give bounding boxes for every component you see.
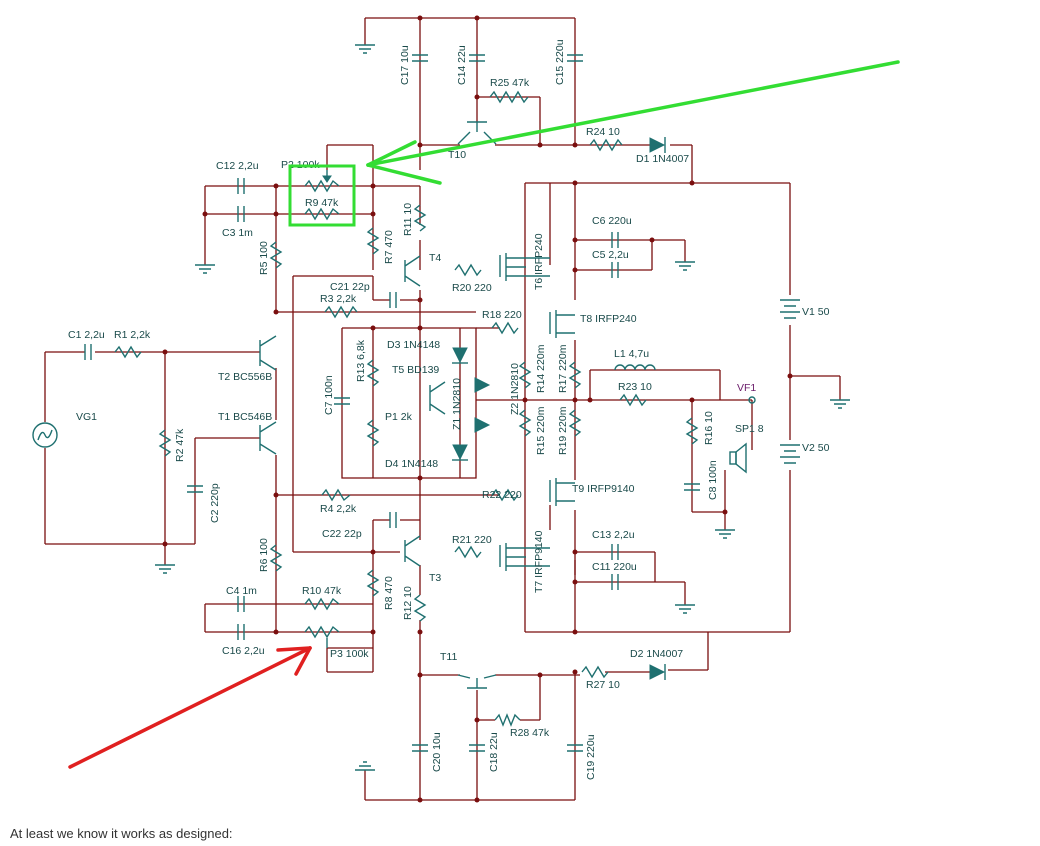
label-r8: R8 470 [383, 576, 395, 610]
label-c17: C17 10u [399, 45, 411, 85]
label-c5: C5 2,2u [592, 249, 629, 261]
ground-icon [155, 44, 850, 771]
label-c21: C21 22p [330, 281, 370, 293]
label-c3: C3 1m [222, 227, 253, 239]
label-sp1: SP1 8 [735, 423, 764, 435]
label-c15: C15 220u [554, 39, 566, 85]
label-r7: R7 470 [383, 230, 395, 264]
label-r28: R28 47k [510, 727, 550, 739]
label-c14: C14 22u [456, 45, 468, 85]
label-r15: R15 220m [535, 406, 547, 455]
label-l1: L1 4,7u [614, 348, 649, 360]
label-c13: C13 2,2u [592, 529, 635, 541]
label-vf1: VF1 [737, 382, 756, 394]
label-t1: T1 BC546B [218, 411, 272, 423]
label-c20: C20 10u [431, 732, 443, 772]
junctions [162, 15, 793, 803]
highlight-box [288, 164, 356, 227]
label-r23: R23 10 [618, 381, 652, 393]
label-r4: R4 2,2k [320, 503, 357, 515]
label-r13: R13 6,8k [355, 339, 367, 382]
label-t7: T7 IRFP9140 [533, 530, 545, 593]
label-c12: C12 2,2u [216, 160, 259, 172]
label-c6: C6 220u [592, 215, 632, 227]
label-t5: T5 BD139 [392, 364, 439, 376]
label-p3: P3 100k [330, 648, 369, 660]
label-r20: R20 220 [452, 282, 492, 294]
label-r16: R16 10 [703, 411, 715, 445]
label-v1: V1 50 [802, 306, 830, 318]
red-arrow-icon [68, 646, 312, 769]
label-r22: R22 220 [482, 489, 522, 501]
label-z1: Z1 1N2810 [451, 378, 463, 430]
label-d3: D3 1N4148 [387, 339, 440, 351]
label-r17: R17 220m [557, 344, 569, 393]
label-vg1: VG1 [76, 411, 97, 423]
label-c1: C1 2,2u [68, 329, 105, 341]
label-t9: T9 IRFP9140 [572, 483, 635, 495]
label-t4: T4 [429, 252, 441, 264]
label-r6: R6 100 [258, 538, 270, 572]
label-c4: C4 1m [226, 585, 257, 597]
component-labels: C17 10u C14 22u C15 220u R25 47k T10 R24… [68, 39, 830, 780]
label-c16: C16 2,2u [222, 645, 265, 657]
label-r21: R21 220 [452, 534, 492, 546]
label-r27: R27 10 [586, 679, 620, 691]
label-c19: C19 220u [585, 734, 597, 780]
wires [44, 17, 841, 801]
label-t8: T8 IRFP240 [580, 313, 637, 325]
label-d4: D4 1N4148 [385, 458, 438, 470]
label-c11: C11 220u [592, 561, 637, 573]
label-p1: P1 2k [385, 411, 413, 423]
label-c7: C7 100n [323, 375, 335, 415]
label-c2: C2 220p [209, 483, 221, 523]
label-r14: R14 220m [535, 344, 547, 393]
label-t6: T6 IRFP240 [533, 233, 545, 290]
label-r10: R10 47k [302, 585, 342, 597]
green-arrow-icon [366, 60, 900, 185]
label-r19: R19 220m [557, 406, 569, 455]
label-d1: D1 1N4007 [636, 153, 689, 165]
label-r18: R18 220 [482, 309, 522, 321]
label-r9: R9 47k [305, 197, 339, 209]
label-r1: R1 2,2k [114, 329, 151, 341]
label-r2: R2 47k [174, 428, 186, 462]
annotations [68, 60, 900, 769]
label-t3: T3 [429, 572, 441, 584]
label-r12: R12 10 [402, 586, 414, 620]
label-t10: T10 [448, 149, 466, 161]
label-z2: Z2 1N2810 [509, 363, 521, 415]
label-c18: C18 22u [488, 732, 500, 772]
label-r25: R25 47k [490, 77, 530, 89]
label-v2: V2 50 [802, 442, 830, 454]
components [32, 44, 850, 771]
caption-text: At least we know it works as designed: [10, 826, 233, 841]
label-d2: D2 1N4007 [630, 648, 683, 660]
label-r24: R24 10 [586, 126, 620, 138]
label-r5: R5 100 [258, 241, 270, 275]
label-c22: C22 22p [322, 528, 362, 540]
label-c8: C8 100n [707, 460, 719, 500]
label-t11: T11 [440, 651, 457, 663]
label-r3: R3 2,2k [320, 293, 357, 305]
label-r11: R11 10 [402, 203, 414, 236]
label-t2: T2 BC556B [218, 371, 272, 383]
